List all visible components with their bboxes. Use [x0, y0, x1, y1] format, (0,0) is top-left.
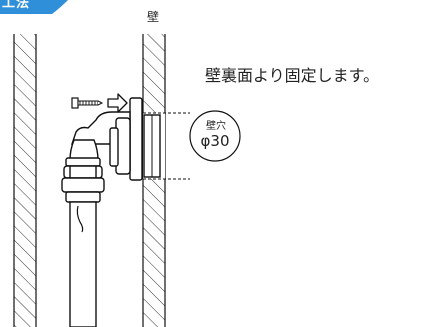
hole-label: 壁穴 [206, 121, 226, 132]
left-wall [13, 34, 37, 327]
vertical-pipe [69, 201, 97, 327]
instruction-text: 壁裏面より固定します。 [205, 66, 380, 85]
wall-flange [129, 97, 161, 181]
push-fit-union [61, 157, 105, 203]
screw-icon [71, 97, 104, 109]
hole-callout-circle [189, 110, 241, 162]
header-tab-shape [0, 0, 68, 14]
elbow-fitting [69, 111, 131, 175]
wall-label: 壁 [147, 10, 160, 24]
hole-size: φ30 [200, 132, 230, 150]
mount-wall [142, 34, 166, 327]
header-tab-label: 工法 [2, 0, 31, 11]
arrow-right-icon [107, 93, 128, 113]
